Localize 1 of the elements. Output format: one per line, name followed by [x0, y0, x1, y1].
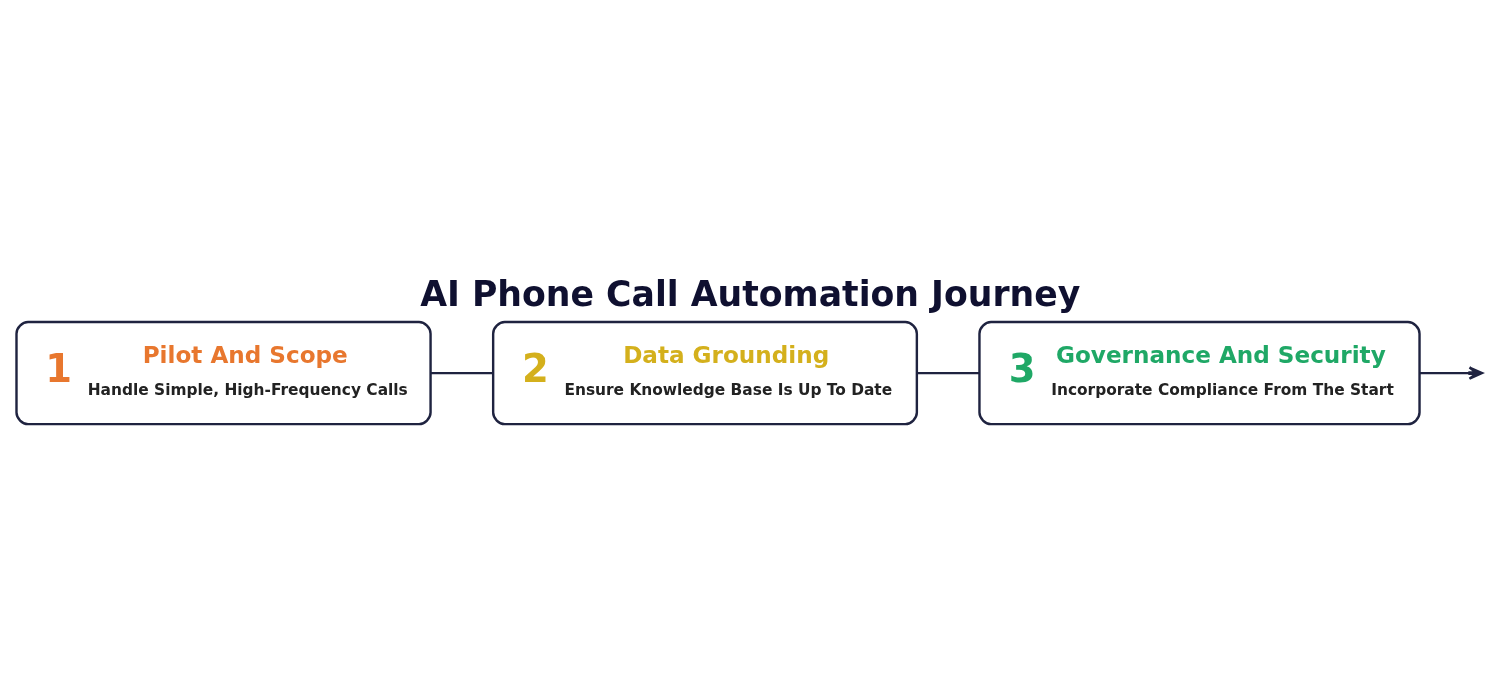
diagram-title: AI Phone Call Automation Journey	[420, 274, 1081, 315]
